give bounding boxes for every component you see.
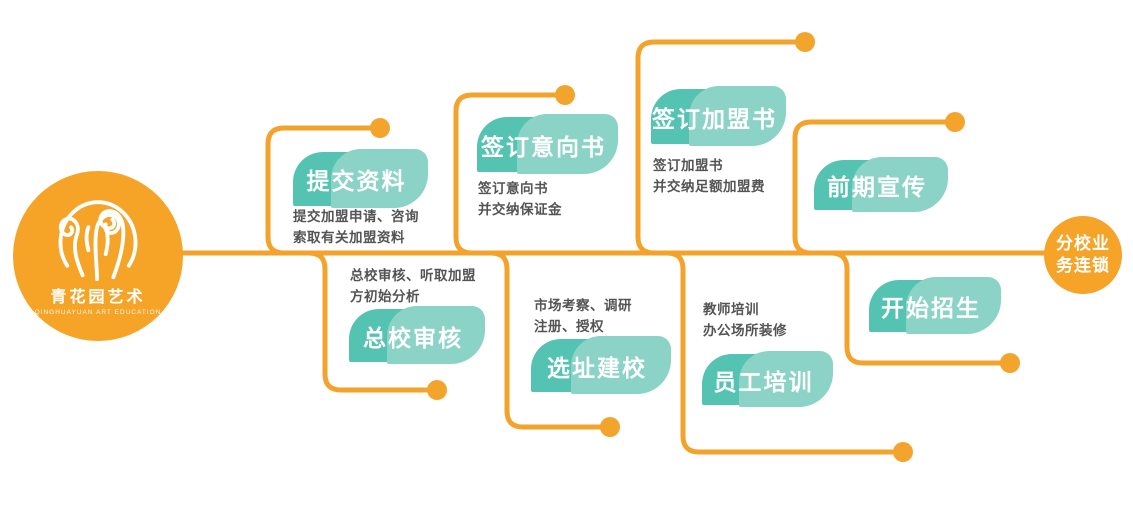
endpoint-dot-step-5 (795, 32, 815, 52)
connector-step-7 (792, 119, 955, 256)
step-6-desc: 教师培训 办公场所装修 (703, 302, 787, 338)
end-node: 分校业 务连锁 (1044, 216, 1122, 294)
step-1-desc: 提交加盟申请、咨询 索取有关加盟资料 (293, 209, 419, 245)
connector-step-8 (830, 250, 1010, 366)
step-7-label: 前期宣传 (814, 157, 948, 212)
endpoint-dot-step-2 (427, 380, 447, 400)
step-1-label: 提交资料 (293, 149, 428, 208)
connector-step-5 (635, 39, 805, 256)
connector-step-4 (490, 250, 610, 430)
step-5-desc: 签订加盟书 并交纳足额加盟费 (653, 158, 765, 194)
brand-subtitle: QINGHUAYUAN ART EDUCATION (34, 309, 162, 316)
step-3-label: 签订意向书 (477, 114, 618, 174)
endpoint-dot-step-7 (945, 112, 965, 132)
brand-logo: 青花园艺术 QINGHUAYUAN ART EDUCATION (13, 171, 183, 341)
step-6-label: 员工培训 (702, 351, 833, 407)
connector-step-1 (265, 125, 380, 256)
connector-step-3 (453, 92, 565, 256)
connector-step-6 (666, 250, 903, 455)
endpoint-dot-step-8 (1000, 353, 1020, 373)
logo-fern-swirl-icon (58, 200, 138, 282)
endpoint-dot-step-4 (600, 417, 620, 437)
step-2-desc: 总校审核、听取加盟 方初始分析 (350, 268, 476, 304)
step-8-label: 开始招生 (869, 277, 1001, 334)
endpoint-dot-step-1 (370, 118, 390, 138)
step-3-desc: 签订意向书 并交纳保证金 (478, 181, 562, 217)
brand-name: 青花园艺术 (50, 289, 146, 306)
endpoint-dot-step-6 (893, 442, 913, 462)
step-5-label: 签订加盟书 (651, 86, 786, 146)
step-4-label: 选址建校 (531, 336, 671, 394)
connector-step-2 (308, 250, 437, 393)
step-4-desc: 市场考察、调研 注册、授权 (534, 298, 632, 334)
endpoint-dot-step-3 (555, 85, 575, 105)
step-2-label: 总校审核 (349, 306, 485, 364)
